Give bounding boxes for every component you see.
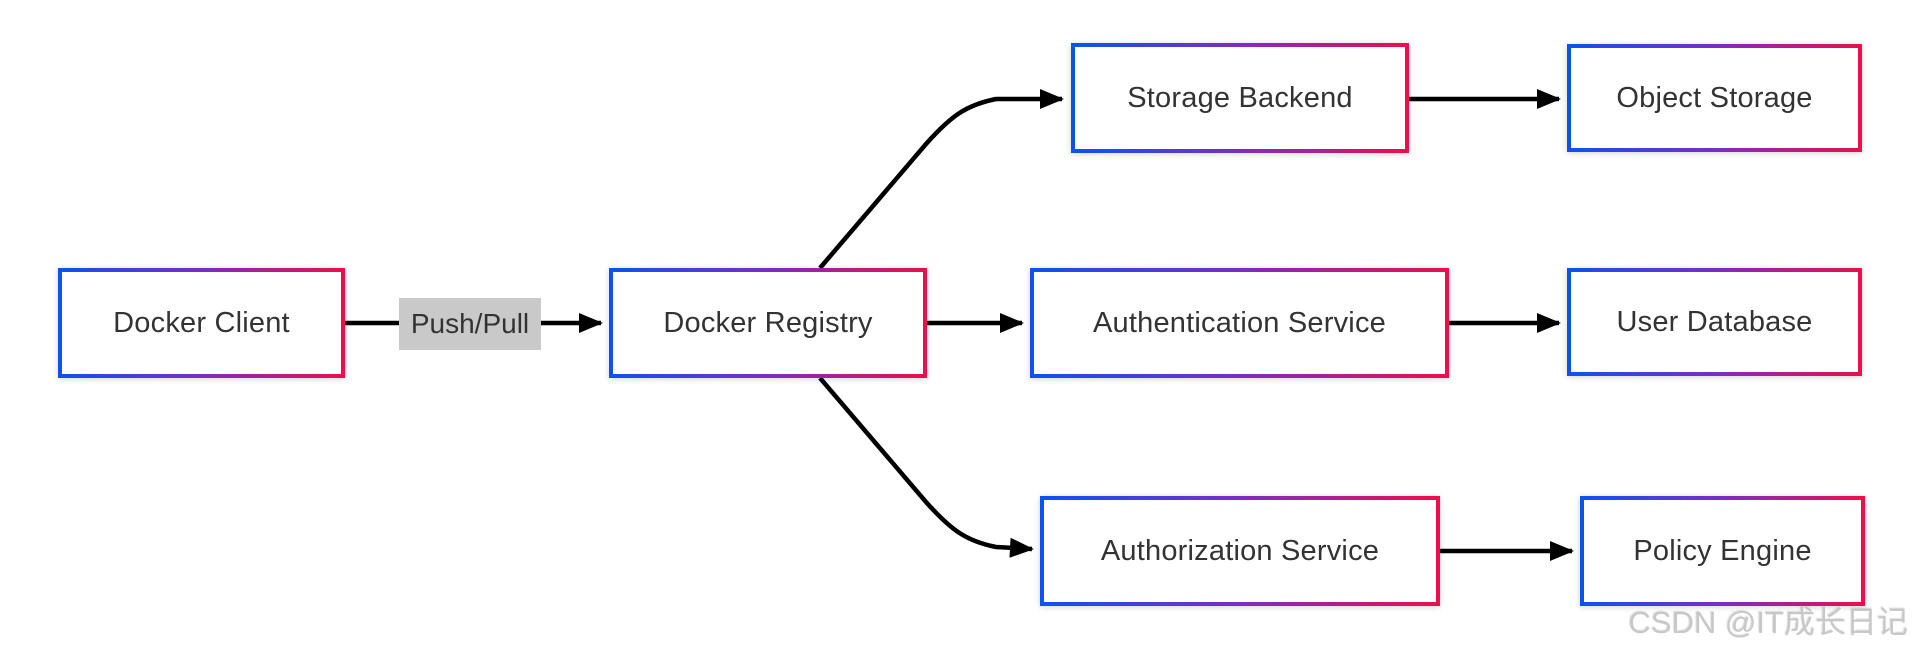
node-docker-client: Docker Client: [58, 268, 345, 378]
node-docker-registry: Docker Registry: [609, 268, 927, 378]
node-docker-client-label: Docker Client: [113, 306, 290, 339]
edge-label-push-pull: Push/Pull: [399, 298, 541, 350]
node-authentication-service-label: Authentication Service: [1093, 306, 1386, 339]
node-authorization-service-label: Authorization Service: [1100, 534, 1380, 567]
edge-registry-to-storage-backend: [818, 89, 1064, 270]
node-user-database: User Database: [1567, 268, 1862, 376]
node-authorization-service: Authorization Service: [1040, 496, 1440, 606]
node-object-storage-label: Object Storage: [1616, 81, 1813, 114]
edge-registry-to-authorization: [818, 376, 1034, 558]
node-docker-registry-label: Docker Registry: [663, 306, 873, 339]
node-policy-engine-label: Policy Engine: [1633, 534, 1812, 567]
csdn-watermark: CSDN @IT成长日记: [1628, 605, 1908, 640]
node-user-database-label: User Database: [1616, 305, 1813, 338]
node-object-storage: Object Storage: [1567, 44, 1862, 152]
node-authentication-service: Authentication Service: [1030, 268, 1449, 378]
node-policy-engine: Policy Engine: [1580, 496, 1865, 606]
node-storage-backend-label: Storage Backend: [1127, 81, 1353, 114]
node-storage-backend: Storage Backend: [1071, 43, 1409, 153]
